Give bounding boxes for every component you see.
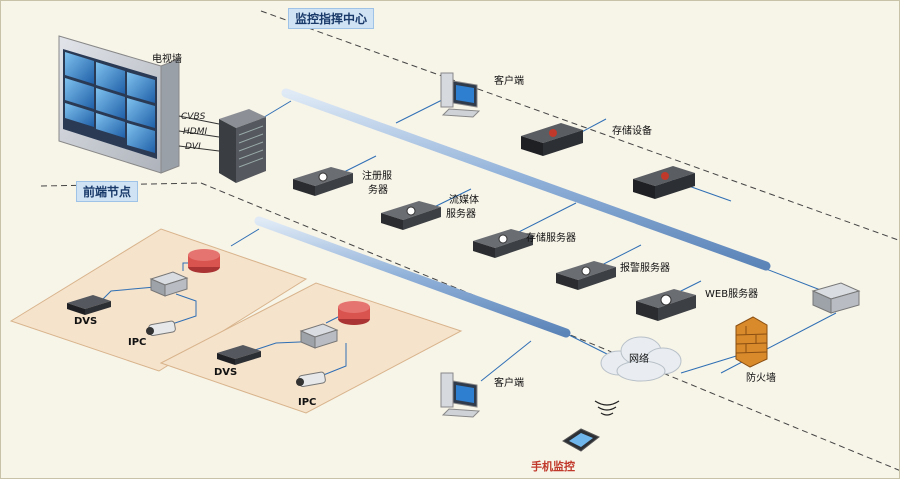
switch-zone-2 xyxy=(299,323,339,349)
ipc-camera-1 xyxy=(146,320,176,337)
mobile-monitor-label: 手机监控 xyxy=(531,460,575,473)
stream-server xyxy=(381,201,441,230)
dvs-1 xyxy=(67,295,111,315)
tv-wall xyxy=(58,35,180,174)
dvs-1-label: DVS xyxy=(74,316,98,327)
register-server-label-1: 注册服 xyxy=(362,171,392,182)
client-top-label: 客户端 xyxy=(494,76,524,87)
storage-server-label: 存储服务器 xyxy=(526,233,576,244)
center-zone-title: 监控指挥中心 xyxy=(288,8,375,29)
client-pc-top xyxy=(440,72,481,118)
web-server xyxy=(636,289,696,321)
switch-zone-1 xyxy=(149,271,189,297)
client-pc-bottom xyxy=(440,372,481,418)
dvs-2 xyxy=(217,345,261,365)
wall-cables xyxy=(178,115,220,152)
register-server-label-2: 务器 xyxy=(368,185,388,196)
signal-waves xyxy=(594,400,620,416)
stream-server-label-1: 流媒体 xyxy=(449,195,479,206)
frontend-zone-1 xyxy=(9,228,308,372)
cvbs-label: CVBS xyxy=(181,112,206,122)
upper-bus xyxy=(281,88,771,271)
dvs-2-label: DVS xyxy=(214,367,238,378)
web-server-label: WEB服务器 xyxy=(705,289,759,300)
ipc-camera-2 xyxy=(296,371,326,388)
frontend-zone-2 xyxy=(159,282,463,414)
router-zone-1 xyxy=(188,249,220,273)
stream-server-label-2: 服务器 xyxy=(446,209,476,220)
storage-server xyxy=(473,229,533,258)
storage-device-2 xyxy=(633,166,695,199)
alarm-server xyxy=(556,261,616,290)
decoder-rack xyxy=(219,109,266,183)
ipc-2-label: IPC xyxy=(298,397,317,408)
mobile-phone xyxy=(562,428,600,452)
lower-bus xyxy=(254,216,571,338)
dvi-label: DVI xyxy=(185,142,201,152)
hdmi-label: HDMI xyxy=(183,127,208,137)
center-zone-boundary xyxy=(260,10,899,241)
switch-right xyxy=(811,282,861,314)
client-bottom-label: 客户端 xyxy=(494,378,524,389)
router-zone-2 xyxy=(338,301,370,325)
storage-device-1 xyxy=(521,123,583,156)
register-server xyxy=(293,167,353,196)
storage-device-label: 存储设备 xyxy=(612,126,652,137)
alarm-server-label: 报警服务器 xyxy=(620,263,670,274)
ipc-1-label: IPC xyxy=(128,337,147,348)
firewall-wall xyxy=(735,316,768,368)
frontend-zone-title: 前端节点 xyxy=(76,181,139,202)
network-cloud xyxy=(600,336,682,382)
network-label: 网络 xyxy=(629,354,649,365)
firewall-label: 防火墙 xyxy=(746,373,776,384)
tv-wall-label: 电视墙 xyxy=(152,54,182,65)
